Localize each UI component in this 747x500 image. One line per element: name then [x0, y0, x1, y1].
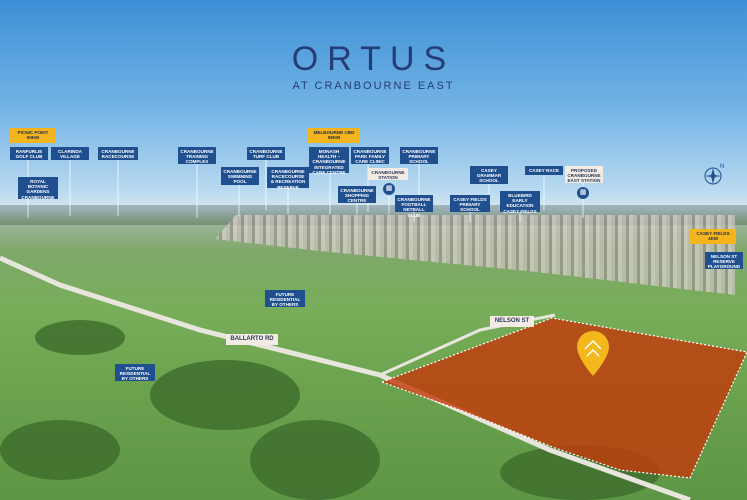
- label-turf-club: CRANBOURNE TURF CLUB: [247, 147, 285, 160]
- label-casey-grammar: CASEY GRAMMAR SCHOOL: [470, 166, 508, 184]
- label-shopping-centre: CRANBOURNE SHOPPING CENTRE: [338, 186, 376, 203]
- brand-title: ORTUS AT CRANBOURNE EAST: [0, 40, 747, 92]
- label-cranbourne-racecourse: CRANBOURNE RACECOURSE: [98, 147, 138, 160]
- label-future-residential-1: FUTURE RESIDENTIAL BY OTHERS: [265, 290, 305, 307]
- callout-casey-fields: CASEY FIELDS 4KM: [690, 229, 736, 244]
- label-stems: [27, 160, 584, 222]
- ortus-development-site: [380, 317, 747, 479]
- label-casey-race: CASEY RACE: [525, 166, 563, 175]
- label-monash-health: MONASH HEALTH – CRANBOURNE INTEGRATED CA…: [309, 147, 349, 175]
- brand-subtitle: AT CRANBOURNE EAST: [292, 80, 455, 92]
- compass-north-letter: N: [720, 164, 724, 170]
- train-icon: ▦: [577, 187, 589, 199]
- label-ranfurlie-golf-club: RANFURLIE GOLF CLUB: [10, 147, 48, 160]
- label-nelson-st-reserve: NELSON ST RESERVE PLAYGROUND: [705, 252, 743, 269]
- label-royal-botanic-gardens: ROYAL BOTANIC GARDENS CRANBOURNE: [18, 177, 58, 200]
- callout-melbourne-cbd: MELBOURNE CBD 56KM: [308, 128, 360, 143]
- tree-cluster: [35, 320, 125, 355]
- tree-cluster: [0, 420, 120, 480]
- label-racecourse-recreation-reserve: CRANBOURNE RACECOURSE & RECREATION RESER…: [267, 167, 309, 190]
- location-marker-icon: [577, 331, 609, 376]
- label-training-complex: CRANBOURNE TRAINING COMPLEX: [178, 147, 216, 164]
- label-nelson-st: NELSON ST: [490, 316, 534, 327]
- label-ballarto-rd: BALLARTO RD: [226, 334, 278, 345]
- label-cranbourne-station: CRANBOURNE STATION: [368, 168, 408, 180]
- brand-name: ORTUS: [291, 40, 456, 78]
- label-primary-school: CRANBOURNE PRIMARY SCHOOL: [400, 147, 438, 164]
- callout-picnic-point: PICNIC POINT 50KM: [10, 128, 56, 143]
- tree-cluster: [250, 420, 380, 500]
- ballarto-road: [0, 255, 691, 500]
- label-bluebird-early-education: BLUEBIRD EARLY EDUCATION CASEY FIELDS: [500, 191, 540, 214]
- north-compass-icon: N: [704, 164, 724, 185]
- train-icon: ▦: [383, 183, 395, 195]
- label-proposed-east-station: PROPOSED CRANBOURNE EAST STATION: [565, 166, 603, 183]
- label-future-residential-2: FUTURE RESIDENTIAL BY OTHERS: [115, 364, 155, 381]
- tree-cluster: [150, 360, 300, 430]
- label-casey-fields-primary: CASEY FIELDS PRIMARY SCHOOL: [450, 195, 490, 212]
- label-football-netball-club: CRANBOURNE FOOTBALL NETBALL CLUB: [395, 195, 433, 218]
- label-clarinda-village: CLARINDA VILLAGE: [51, 147, 89, 160]
- label-park-family-care-clinic: CRANBOURNE PARK FAMILY CARE CLINIC: [351, 147, 389, 164]
- label-swimming-pool: CRANBOURNE SWIMMING POOL: [221, 167, 259, 185]
